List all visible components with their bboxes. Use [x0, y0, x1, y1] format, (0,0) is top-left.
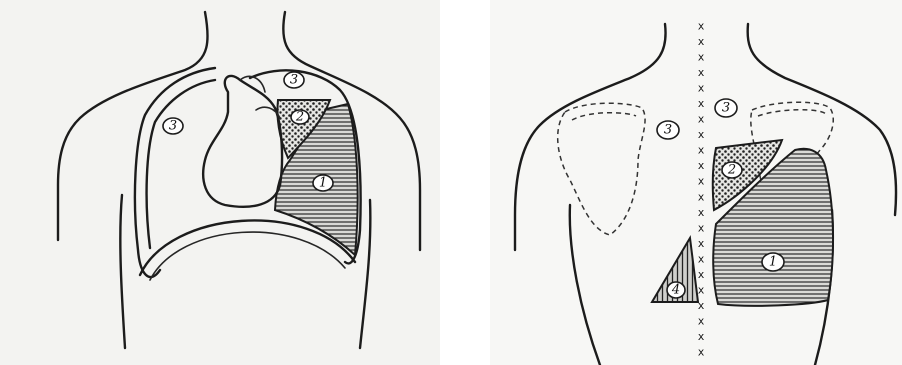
svg-text:4: 4 — [671, 283, 680, 298]
spine-x-mark: x — [698, 144, 705, 157]
scapula-right-inner — [758, 110, 826, 116]
back-label-2: 2 — [722, 162, 742, 178]
spine-x-mark: x — [698, 330, 705, 343]
spine-x-mark: x — [698, 128, 705, 141]
spine-x-mark: x — [698, 268, 705, 281]
front-chest-drawing: 3 3 2 1 — [0, 0, 440, 365]
spine-x-mark: x — [698, 175, 705, 188]
spine-x-mark: x — [698, 206, 705, 219]
spine-x-mark: x — [698, 190, 705, 203]
label-3-left-lung: 3 — [163, 118, 183, 134]
front-chest-panel: 3 3 2 1 — [0, 0, 440, 365]
spine-x-mark: x — [698, 113, 705, 126]
spine-x-mark: x — [698, 252, 705, 265]
label-1-hatched: 1 — [313, 175, 333, 191]
spine-x-mark: x — [698, 97, 705, 110]
arm-right-inner-line — [360, 200, 370, 348]
spine-x-mark: x — [698, 221, 705, 234]
back-chest-panel: xxxxxxxxxxxxxxxxxxxxxx 3 3 2 1 4 — [490, 0, 902, 365]
spine-x-mark: x — [698, 299, 705, 312]
spine-x-mark: x — [698, 237, 705, 250]
spine-x-mark: x — [698, 35, 705, 48]
neck-left-line — [58, 12, 208, 240]
diaphragm-inner-line — [150, 232, 345, 280]
svg-text:3: 3 — [290, 73, 298, 88]
label-2-stippled: 2 — [291, 110, 309, 125]
spine-x-mark: x — [698, 346, 705, 359]
heart-vessel-line — [240, 76, 265, 92]
arm-left-inner-line — [120, 195, 125, 348]
spine-x-mark: x — [698, 66, 705, 79]
label-3-top-right: 3 — [284, 72, 304, 88]
svg-text:3: 3 — [722, 101, 730, 116]
spine-x-mark: x — [698, 20, 705, 33]
svg-text:3: 3 — [169, 119, 177, 134]
spine-x-mark: x — [698, 159, 705, 172]
svg-text:2: 2 — [727, 163, 736, 178]
back-label-4: 4 — [667, 282, 685, 298]
spine-x-marks: xxxxxxxxxxxxxxxxxxxxxx — [698, 20, 705, 359]
back-label-3-right: 3 — [715, 99, 737, 117]
back-label-1: 1 — [762, 253, 784, 271]
svg-text:3: 3 — [664, 123, 672, 138]
back-left-arm-inner — [570, 205, 600, 365]
scapula-left-inner — [572, 113, 636, 120]
svg-text:1: 1 — [769, 255, 777, 270]
svg-text:2: 2 — [295, 110, 304, 125]
spine-x-mark: x — [698, 283, 705, 296]
heart-outline — [203, 76, 282, 207]
spine-x-mark: x — [698, 51, 705, 64]
back-chest-drawing: xxxxxxxxxxxxxxxxxxxxxx 3 3 2 1 4 — [490, 0, 902, 365]
back-label-3-left: 3 — [657, 121, 679, 139]
spine-x-mark: x — [698, 314, 705, 327]
svg-text:1: 1 — [319, 176, 327, 191]
spine-x-mark: x — [698, 82, 705, 95]
